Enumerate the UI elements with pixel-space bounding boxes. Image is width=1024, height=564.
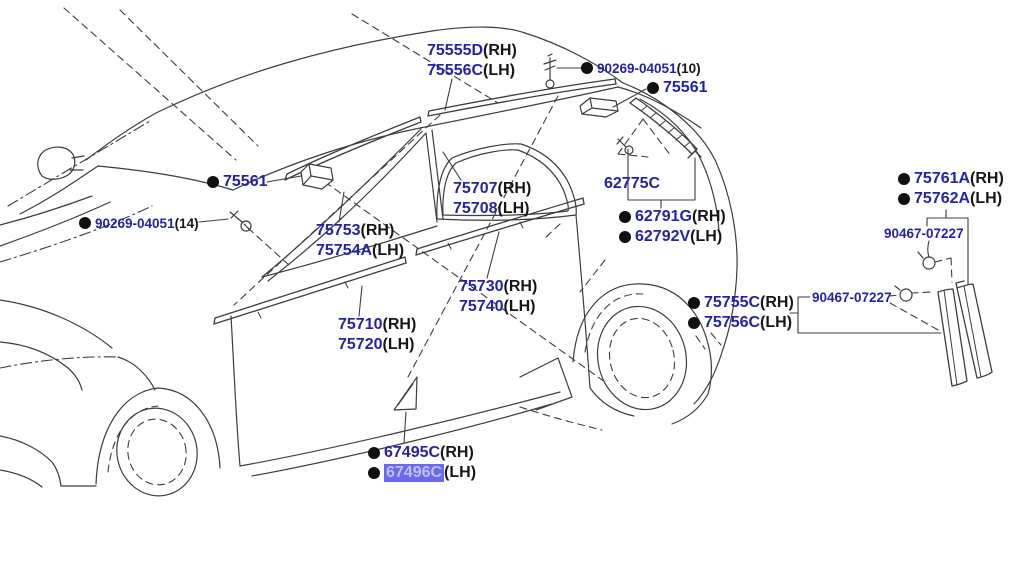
part-side: (LH) xyxy=(372,242,405,259)
part-label-rocker-moulding: 67495C(RH) 67496C(LH) xyxy=(368,444,476,482)
part-number[interactable]: 75561 xyxy=(663,79,708,96)
part-label-quarter-pillar-moulding: 62775C xyxy=(604,175,660,193)
bullet-marker-icon xyxy=(207,176,219,188)
bullet-marker-icon xyxy=(619,211,631,223)
part-qty: (14) xyxy=(174,215,199,231)
quarter-pillar-moulding-62775C xyxy=(629,97,702,159)
part-number[interactable]: 75754A xyxy=(316,242,373,259)
part-number[interactable]: 75555D xyxy=(427,42,484,59)
bullet-marker-icon xyxy=(619,231,631,243)
rear-pillar-strip-left xyxy=(937,288,968,387)
bullet-marker-icon xyxy=(688,297,700,309)
part-label-clip-rear: 75561 xyxy=(647,79,708,97)
part-label-front-door-frame-moulding: 75753(RH) 75754A(LH) xyxy=(316,222,404,260)
bullet-marker-icon xyxy=(368,467,380,479)
bullet-marker-icon xyxy=(368,447,380,459)
part-number[interactable]: 75561 xyxy=(223,173,268,190)
retainer-clip-upper xyxy=(917,251,936,270)
part-side: (LH) xyxy=(690,228,723,245)
part-number[interactable]: 75556C xyxy=(427,62,484,79)
part-number[interactable]: 67495C xyxy=(384,444,441,461)
part-side: (LH) xyxy=(503,298,536,315)
part-side: (RH) xyxy=(503,278,538,295)
part-number[interactable]: 62792V xyxy=(635,228,691,245)
part-number[interactable]: 75710 xyxy=(338,316,383,333)
part-side: (LH) xyxy=(497,200,530,217)
part-label-roof-drip-moulding: 75555D(RH) 75556C(LH) xyxy=(427,42,517,80)
part-number[interactable]: 90467-07227 xyxy=(884,225,964,241)
bullet-marker-icon xyxy=(898,173,910,185)
bullet-marker-icon xyxy=(688,317,700,329)
bullet-marker-icon xyxy=(581,62,593,74)
push-pin-quarter xyxy=(616,136,634,155)
roof-drip-moulding-rear xyxy=(427,78,617,117)
part-number[interactable]: 62791G xyxy=(635,208,692,225)
moulding-clip-rear xyxy=(579,97,619,118)
part-side: (RH) xyxy=(440,444,474,461)
side-mirror xyxy=(37,146,76,180)
part-number[interactable]: 75756C xyxy=(704,314,761,331)
push-pin-left xyxy=(229,210,252,232)
rear-pillar-strip-right xyxy=(955,280,993,379)
part-label-clip-front: 75561 xyxy=(207,173,268,191)
part-number[interactable]: 90269-04051 xyxy=(95,215,175,231)
part-number[interactable]: 75762A xyxy=(914,190,971,207)
part-side: (RH) xyxy=(483,42,517,59)
part-label-rear-pillar-moulding-upper: 75761A(RH) 75762A(LH) xyxy=(898,170,1004,208)
dashed-leader-lines xyxy=(63,7,953,486)
part-qty: (10) xyxy=(676,60,701,76)
bullet-marker-icon xyxy=(647,82,659,94)
part-number-selected[interactable]: 67496C xyxy=(384,464,445,482)
rocker-triangle-piece xyxy=(393,376,418,411)
part-number[interactable]: 62775C xyxy=(604,175,661,192)
dash-dot-body-lines xyxy=(0,120,153,369)
part-side: (LH) xyxy=(760,314,793,331)
part-side: (LH) xyxy=(483,62,516,79)
part-side: (RH) xyxy=(360,222,395,239)
part-label-clip-90467-lower: 90467-07227 xyxy=(812,288,892,306)
part-side: (RH) xyxy=(691,208,726,225)
part-label-rear-belt-moulding: 75730(RH) 75740(LH) xyxy=(459,278,537,316)
part-side: (RH) xyxy=(497,180,532,197)
part-label-quarter-weatherstrip: 62791G(RH) 62792V(LH) xyxy=(619,208,726,246)
retainer-clip-lower xyxy=(894,285,913,302)
belt-moulding-front-door xyxy=(213,256,407,325)
part-side: (RH) xyxy=(382,316,417,333)
part-number[interactable]: 75761A xyxy=(914,170,971,187)
part-number[interactable]: 90467-07227 xyxy=(812,289,892,305)
bullet-marker-icon xyxy=(79,217,91,229)
part-label-quarter-moulding-lower: 75755C(RH) 75756C(LH) xyxy=(688,294,794,332)
car-body-outline xyxy=(0,26,738,497)
part-number[interactable]: 90269-04051 xyxy=(597,60,677,76)
part-label-retainer-10: 90269-04051(10) xyxy=(581,59,701,77)
part-label-rear-door-frame-moulding: 75707(RH) 75708(LH) xyxy=(453,180,531,218)
part-label-clip-90467-upper: 90467-07227 xyxy=(884,224,964,242)
part-number[interactable]: 75755C xyxy=(704,294,761,311)
part-number[interactable]: 75707 xyxy=(453,180,498,197)
push-pin-top xyxy=(543,53,557,89)
belt-moulding-rear-door xyxy=(415,197,585,256)
solid-leader-lines xyxy=(198,67,969,444)
part-number[interactable]: 75730 xyxy=(459,278,504,295)
part-number[interactable]: 75720 xyxy=(338,336,383,353)
part-label-front-belt-moulding: 75710(RH) 75720(LH) xyxy=(338,316,416,354)
part-number[interactable]: 75740 xyxy=(459,298,504,315)
bullet-marker-icon xyxy=(898,193,910,205)
part-number[interactable]: 75708 xyxy=(453,200,498,217)
part-side: (RH) xyxy=(760,294,794,311)
moulding-clip-front xyxy=(300,163,334,190)
part-number[interactable]: 75753 xyxy=(316,222,361,239)
part-side: (LH) xyxy=(382,336,415,353)
part-side: (LH) xyxy=(970,190,1003,207)
part-label-retainer-14: 90269-04051(14) xyxy=(79,214,199,232)
part-side: (LH) xyxy=(444,464,477,481)
part-side: (RH) xyxy=(970,170,1004,187)
